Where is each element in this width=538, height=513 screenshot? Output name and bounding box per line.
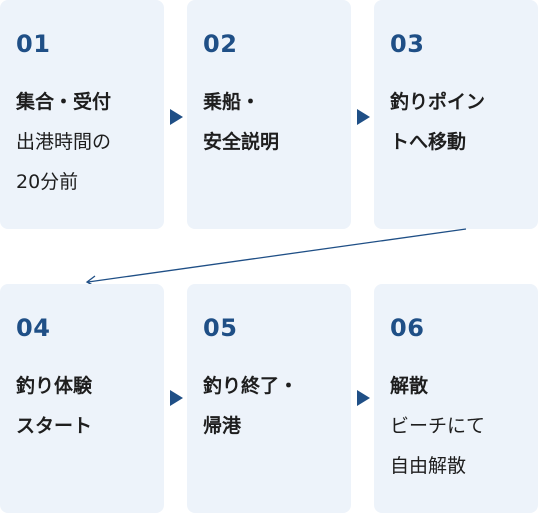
step-number: 02 bbox=[203, 30, 238, 58]
step-text: 釣り体験 スタート bbox=[16, 366, 92, 446]
step-title-line: 乗船・ bbox=[203, 91, 261, 113]
step-number: 03 bbox=[390, 30, 425, 58]
step-title-line: 帰港 bbox=[203, 415, 242, 437]
step-text: 解散 ビーチにて 自由解散 bbox=[390, 366, 485, 486]
step-title-line: 解散 bbox=[390, 375, 429, 397]
step-title-line: 釣り体験 bbox=[16, 375, 93, 397]
step-card-02: 02 乗船・ 安全説明 bbox=[187, 0, 351, 229]
arrow-right-icon bbox=[170, 390, 183, 406]
step-detail-line: ビーチにて bbox=[390, 415, 486, 437]
step-title-line: 釣り終了・ bbox=[203, 375, 299, 397]
step-number: 06 bbox=[390, 314, 425, 342]
step-detail-line: 出港時間の bbox=[16, 131, 112, 153]
step-text: 釣りポイン トへ移動 bbox=[390, 82, 485, 162]
step-detail-line: 20分前 bbox=[16, 171, 79, 193]
arrow-right-icon bbox=[357, 390, 370, 406]
step-title-line: スタート bbox=[16, 415, 93, 437]
step-card-04: 04 釣り体験 スタート bbox=[0, 284, 164, 513]
step-text: 乗船・ 安全説明 bbox=[203, 82, 279, 162]
step-number: 05 bbox=[203, 314, 238, 342]
step-title-line: 釣りポイン bbox=[390, 91, 486, 113]
step-detail-line: 自由解散 bbox=[390, 455, 467, 477]
step-title-line: トへ移動 bbox=[390, 131, 467, 153]
step-title-line: 安全説明 bbox=[203, 131, 280, 153]
step-card-01: 01 集合・受付 出港時間の 20分前 bbox=[0, 0, 164, 229]
arrow-right-icon bbox=[357, 109, 370, 125]
step-number: 04 bbox=[16, 314, 51, 342]
step-card-06: 06 解散 ビーチにて 自由解散 bbox=[374, 284, 538, 513]
connector-line bbox=[87, 228, 467, 283]
step-title-line: 集合・受付 bbox=[16, 91, 112, 113]
step-number: 01 bbox=[16, 30, 51, 58]
step-card-05: 05 釣り終了・ 帰港 bbox=[187, 284, 351, 513]
arrow-right-icon bbox=[170, 109, 183, 125]
step-text: 集合・受付 出港時間の 20分前 bbox=[16, 82, 111, 202]
step-text: 釣り終了・ 帰港 bbox=[203, 366, 298, 446]
step-card-03: 03 釣りポイン トへ移動 bbox=[374, 0, 538, 229]
